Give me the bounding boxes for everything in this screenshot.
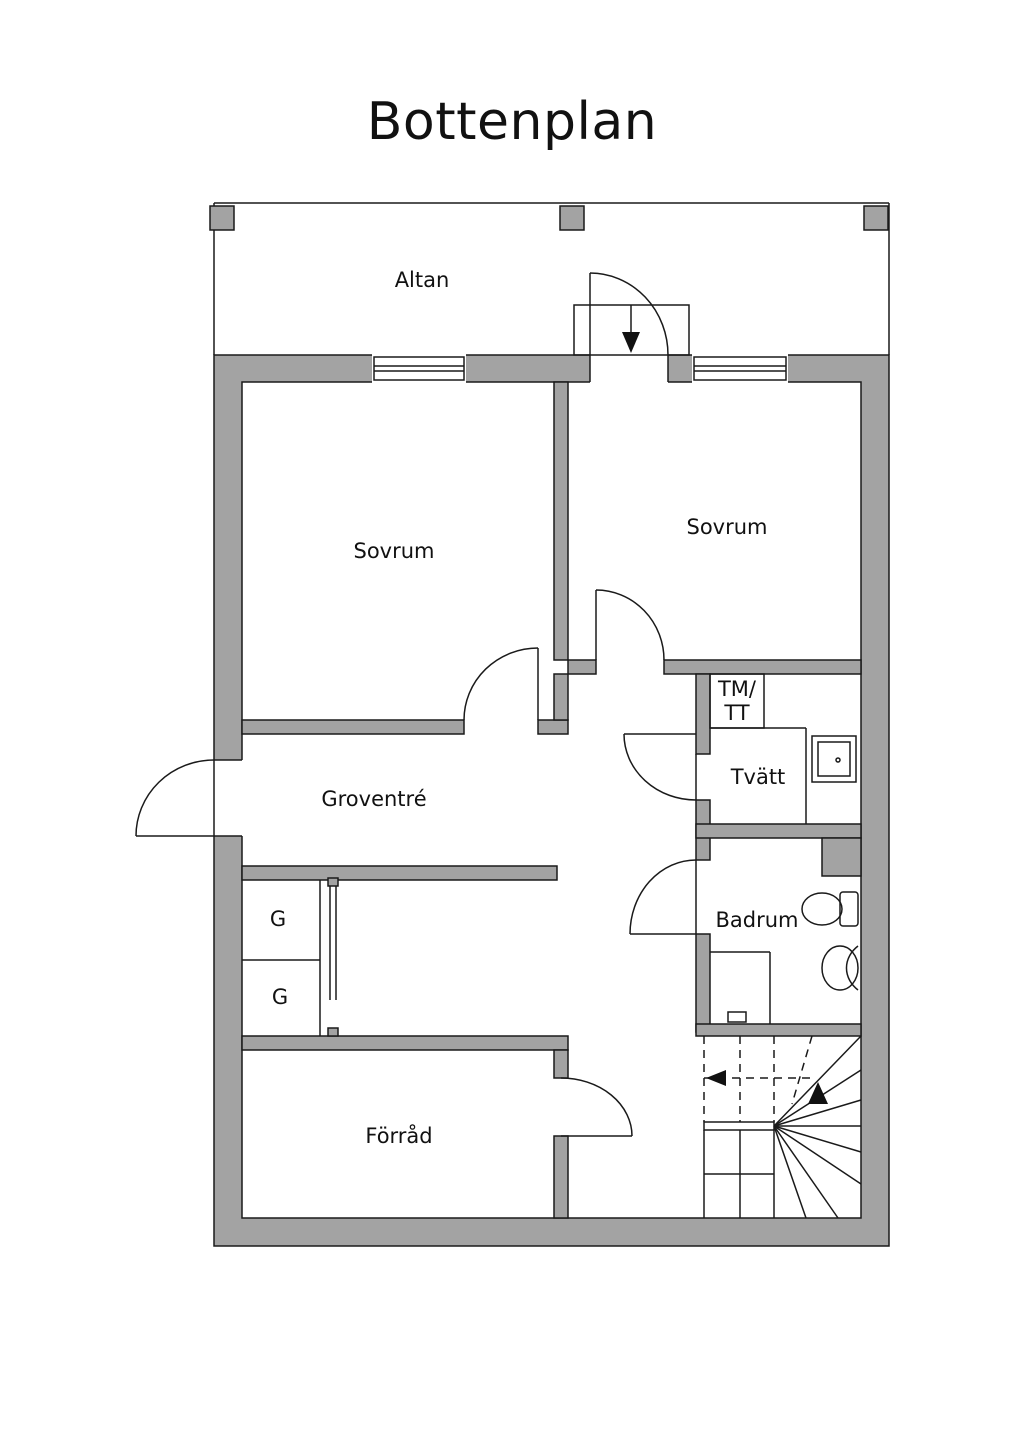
altan-posts — [209, 205, 889, 231]
page-title: Bottenplan — [366, 92, 658, 152]
room-label-groventre: Groventré — [321, 787, 427, 811]
tm-tt-line-2: TT — [724, 701, 750, 725]
entry-arrow — [622, 305, 640, 353]
room-label-sovrum-right: Sovrum — [686, 515, 768, 539]
wardrobes — [242, 877, 339, 1037]
room-label-garderob-2: G — [271, 985, 289, 1009]
room-label-garderob-1: G — [269, 907, 287, 931]
room-label-sovrum-left: Sovrum — [353, 539, 435, 563]
interior-walls — [241, 381, 862, 1219]
badrum-fixtures — [710, 891, 859, 1024]
window-right — [693, 356, 787, 381]
room-label-badrum: Badrum — [715, 908, 799, 932]
tvatt-fixtures — [709, 673, 857, 824]
room-label-altan: Altan — [394, 268, 450, 292]
room-label-tvatt: Tvätt — [730, 765, 786, 789]
staircase — [703, 1035, 862, 1219]
room-label-forrad: Förråd — [365, 1124, 433, 1148]
altan-terrace — [213, 202, 890, 355]
window-left — [373, 356, 465, 381]
exterior-opening-edges — [213, 355, 669, 837]
exterior-openings — [211, 352, 788, 836]
staircase-arrows — [706, 1070, 828, 1104]
room-label-tm-tt: TM/ TT — [710, 677, 764, 725]
tm-tt-line-1: TM/ — [717, 677, 757, 701]
